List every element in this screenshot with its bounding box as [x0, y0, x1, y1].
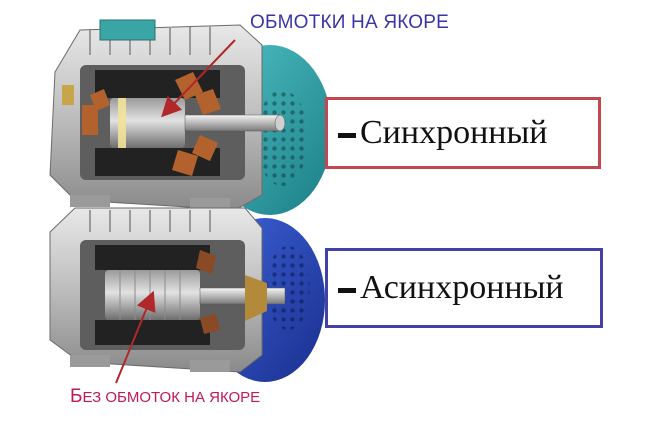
no-armature-windings-label: БЕЗ ОБМОТОК НА ЯКОРЕ	[70, 386, 260, 408]
sync-dash	[338, 132, 356, 138]
no-armature-windings-label-rest: ЕЗ ОБМОТОК НА ЯКОРЕ	[82, 389, 261, 406]
synchronous-motor	[49, 19, 332, 215]
armature-windings-label: ОБМОТКИ НА ЯКОРЕ	[250, 12, 450, 33]
bottom-label-arrow	[115, 290, 156, 384]
asynchronous-label: Асинхронный	[360, 269, 564, 306]
synchronous-type-box: Синхронный	[325, 97, 601, 169]
top-label-arrow	[161, 39, 236, 118]
no-armature-windings-label-first: Б	[70, 386, 83, 407]
async-rotor	[105, 270, 200, 320]
synchronous-label: Синхронный	[360, 114, 548, 151]
async-shaft	[199, 287, 286, 305]
async-dash	[338, 287, 356, 293]
sync-shaft	[184, 114, 281, 132]
sync-terminal-box	[99, 19, 156, 41]
asynchronous-motor	[49, 207, 325, 382]
armature-windings	[82, 72, 221, 176]
asynchronous-type-box: Асинхронный	[325, 248, 603, 328]
